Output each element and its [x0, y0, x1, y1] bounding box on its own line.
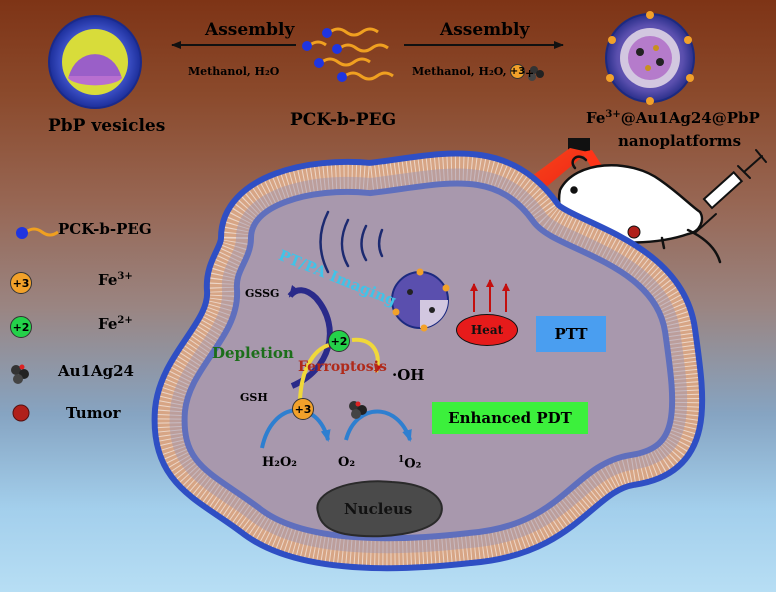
depletion-arrow [287, 285, 333, 389]
solvent-label-left: Methanol, H₂O [188, 65, 280, 78]
h2o2-label: H₂O₂ [262, 455, 297, 470]
legend-fe3-text: Fe [98, 271, 118, 289]
legend-label-au1ag24: Au1Ag24 [58, 362, 134, 380]
imaging-waves [319, 210, 384, 274]
polymer-name-label: PCK-b-PEG [290, 110, 397, 130]
reaction-arrow-o2 [344, 409, 412, 442]
hydroxyl-radical-label: ·OH [392, 366, 425, 384]
pbp-vesicle-illustration [48, 15, 142, 109]
polymer-chain-cluster [302, 27, 394, 82]
solvent-plus-sign: + [525, 67, 535, 80]
syringe-illustration [695, 149, 767, 233]
ptt-box: PTT [536, 316, 606, 352]
mouse-tumor [627, 225, 641, 239]
assembly-label-right: Assembly [440, 20, 530, 40]
depletion-label: Depletion [212, 344, 294, 362]
ferroptosis-arrow-down [351, 337, 382, 373]
platform-rest-text: @Au1Ag24@PbP [620, 109, 760, 127]
nucleus-shape [316, 480, 443, 538]
platform-fe-text: Fe [586, 109, 606, 127]
laser-source [568, 138, 590, 152]
legend-fe2-icon: +2 [10, 316, 32, 338]
o2-label: O₂ [338, 455, 356, 470]
fe2-ion-cell: +2 [328, 330, 350, 352]
cell-membrane [151, 150, 706, 572]
legend-label-fe3: Fe3+ [98, 272, 133, 288]
gsh-label: GSH [240, 391, 268, 404]
ferroptosis-label: Ferroptosis [298, 359, 387, 375]
vesicle-name-label: PbP vesicles [48, 116, 166, 136]
nucleus-label: Nucleus [344, 500, 413, 518]
heat-ellipse: Heat [456, 314, 518, 346]
fe3-ion-cell: +3 [292, 398, 314, 420]
nanoplatform-illustration [605, 11, 695, 105]
gssg-label: GSSG [245, 287, 280, 300]
legend-label-fe2: Fe2+ [98, 316, 133, 332]
platform-name-line2: nanoplatforms [618, 132, 742, 150]
platform-fe-sup: 3+ [605, 109, 621, 120]
solvent-fe3-ion: +3 [509, 64, 526, 79]
assembly-label-left: Assembly [205, 20, 295, 40]
legend-fe3-sup: 3+ [117, 271, 133, 282]
heat-arrows [470, 279, 510, 312]
intracellular-nanoplatform [391, 268, 450, 332]
legend-label-pck-b-peg: PCK-b-PEG [58, 220, 152, 238]
legend-fe2-text: Fe [98, 315, 118, 333]
legend-glyph-au1ag24 [11, 364, 29, 384]
au1ag24-solvent-glyph [528, 66, 544, 81]
enhanced-pdt-box: Enhanced PDT [432, 402, 588, 434]
solvent-label-right: Methanol, H₂O, [412, 65, 507, 78]
singlet-oxygen-text: O₂ [404, 456, 422, 472]
legend-label-tumor: Tumor [66, 404, 121, 422]
legend-fe2-sup: 2+ [117, 315, 133, 326]
singlet-oxygen-label: 1O₂ [398, 455, 422, 472]
platform-name-label: Fe3+@Au1Ag24@PbP [586, 110, 760, 126]
au1ag24-cluster-cell [349, 401, 367, 419]
legend-glyph-pck-b-peg [16, 227, 59, 239]
singlet-oxygen-sup: 1 [398, 455, 405, 465]
legend-fe3-icon: +3 [10, 272, 32, 294]
legend-glyph-tumor [12, 404, 30, 422]
